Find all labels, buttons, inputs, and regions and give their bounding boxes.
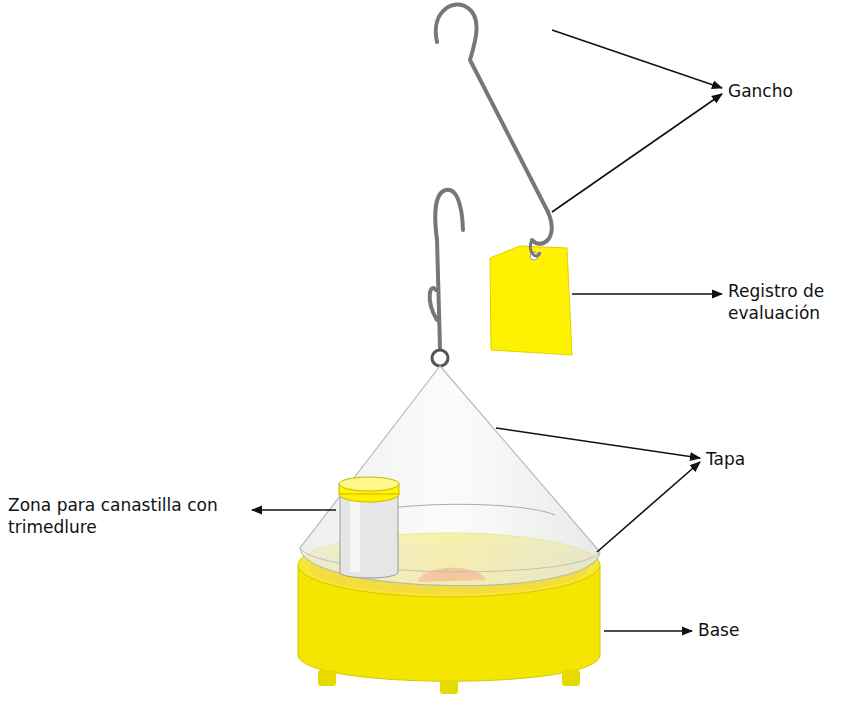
leader-lines — [252, 30, 722, 631]
hook — [436, 5, 548, 212]
trap-lid — [300, 366, 600, 586]
evaluation-tag — [490, 240, 572, 355]
part-label: Zona para canastilla con trimedlure — [8, 494, 220, 538]
part-label: Tapa — [706, 448, 826, 470]
part-label: Gancho — [728, 80, 848, 102]
part-label: Registro de evaluación — [728, 280, 852, 324]
part-label: Base — [698, 619, 818, 641]
hanging-ring — [432, 350, 448, 366]
lure-basket — [339, 477, 399, 578]
